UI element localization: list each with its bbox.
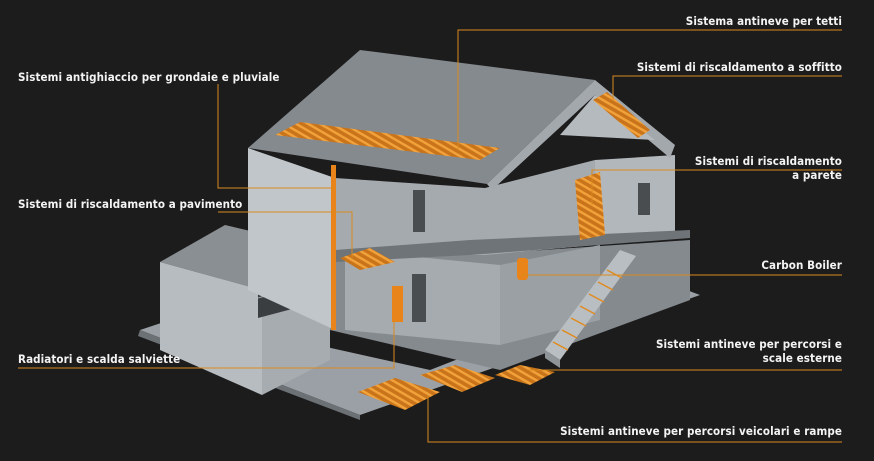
leader-wall-heating — [591, 169, 842, 205]
label-gutters-antice-text: Sistemi antighiaccio per grondaie e pluv… — [18, 70, 280, 84]
label-roof-snow-text: Sistema antineve per tetti — [685, 14, 842, 28]
wall-heating — [575, 172, 605, 240]
label-floor-heating-text: Sistemi di riscaldamento a pavimento — [18, 197, 243, 211]
driveway-snow-strip-1 — [358, 378, 440, 410]
floor-heating — [340, 248, 395, 270]
carbon-boiler-unit — [517, 258, 528, 280]
label-ceiling-heating: Sistemi di riscaldamento a soffitto — [637, 60, 842, 74]
roof-left-slope — [248, 50, 595, 184]
label-wall-heating-line2: a parete — [792, 168, 842, 182]
ceiling-heating — [593, 92, 650, 138]
upper-floor-window — [638, 183, 650, 215]
upper-floor-door — [413, 190, 425, 232]
label-roof-snow: Sistema antineve per tetti — [686, 14, 842, 28]
label-gutters-antice: Sistemi antighiaccio per grondaie e pluv… — [18, 70, 280, 84]
radiator — [392, 286, 403, 322]
ground-floor-door — [412, 274, 426, 322]
leader-gutters — [217, 84, 333, 189]
mid-floor-slab — [335, 230, 690, 262]
label-driveways: Sistemi antineve per percorsi veicolari … — [560, 424, 842, 438]
label-floor-heating: Sistemi di riscaldamento a pavimento — [18, 197, 242, 211]
label-driveways-text: Sistemi antineve per percorsi veicolari … — [560, 424, 842, 438]
leader-lines — [18, 29, 842, 443]
garage-front-wall — [160, 262, 262, 395]
leader-roof-snow — [457, 29, 842, 150]
label-radiators-text: Radiatori e scalda salviette — [18, 352, 181, 366]
label-outdoor-paths: Sistemi antineve per percorsi e scale es… — [656, 337, 842, 365]
downpipe-antice — [331, 165, 336, 330]
roof-snow-system — [275, 122, 500, 160]
upper-floor-left-wall — [248, 148, 335, 330]
label-wall-heating-line1: Sistemi di riscaldamento — [694, 154, 842, 168]
roof-ridge-front — [487, 80, 675, 190]
upper-floor-interior — [335, 160, 595, 255]
upper-floor-right-wall — [595, 155, 675, 245]
label-outdoor-paths-line1: Sistemi antineve per percorsi e — [655, 337, 842, 351]
label-radiators: Radiatori e scalda salviette — [18, 352, 180, 366]
label-outdoor-paths-line2: scale esterne — [762, 351, 842, 365]
label-ceiling-heating-text: Sistemi di riscaldamento a soffitto — [636, 60, 842, 74]
label-carbon-boiler-text: Carbon Boiler — [761, 258, 842, 272]
leader-floor-heating — [218, 211, 353, 258]
leader-driveways — [427, 396, 842, 443]
driveway-snow-strip-2 — [420, 365, 495, 392]
leader-ceiling-heating — [612, 75, 842, 100]
label-wall-heating: Sistemi di riscaldamento a parete — [695, 154, 842, 182]
label-carbon-boiler: Carbon Boiler — [761, 258, 842, 272]
leader-radiators — [18, 320, 395, 369]
external-stairs — [545, 250, 636, 368]
